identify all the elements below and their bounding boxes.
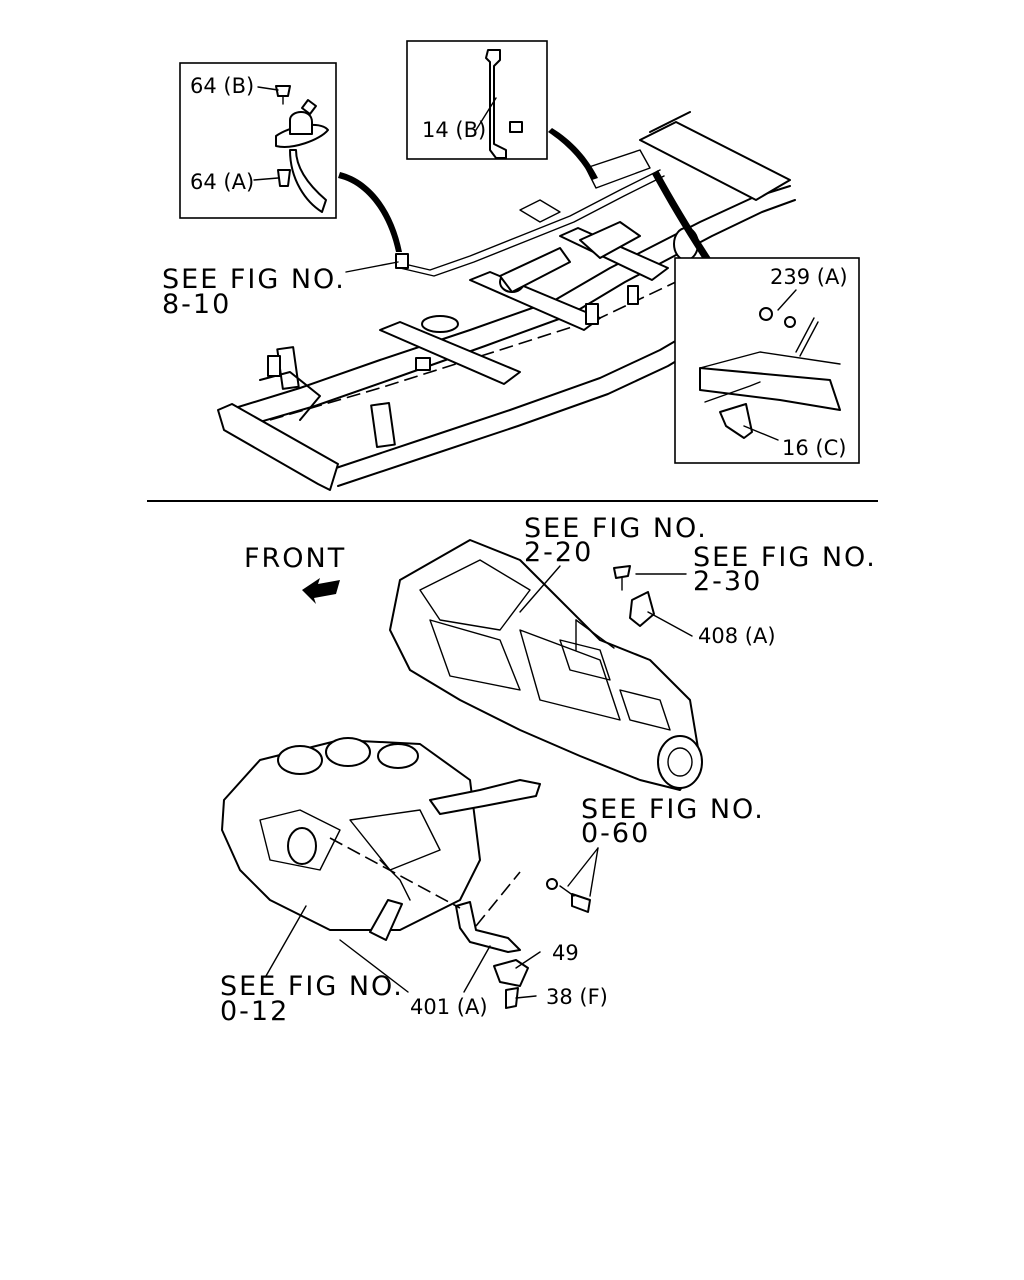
fig-number-0-60: 0-60 — [581, 818, 650, 849]
part-label-64a: 64 (A) — [190, 170, 254, 194]
engine-block-drawing — [221, 737, 541, 941]
part-label-38f: 38 (F) — [546, 985, 608, 1009]
part-label-239a: 239 (A) — [770, 265, 848, 289]
part-label-401a: 401 (A) — [410, 995, 488, 1019]
part-label-408a: 408 (A) — [698, 624, 776, 648]
leader-lines — [253, 86, 797, 999]
part-label-49: 49 — [552, 941, 579, 965]
see-fig-label-0-12: SEE FIG NO. — [220, 971, 404, 1002]
part-label-16c: 16 (C) — [782, 436, 846, 460]
vehicle-frame-drawing — [217, 111, 796, 491]
part-label-64b: 64 (B) — [190, 74, 254, 98]
callout-leader-fuel-sender — [338, 172, 402, 252]
inset-fuel-sender — [179, 62, 337, 219]
inset-strap — [406, 40, 548, 160]
front-label: FRONT — [244, 543, 346, 574]
see-fig-label-8-10: SEE FIG NO. — [162, 264, 346, 295]
part-label-14b: 14 (B) — [422, 118, 486, 142]
front-arrow-icon — [302, 578, 340, 604]
fig-number-2-30: 2-30 — [693, 566, 762, 597]
bracket-408a — [575, 565, 655, 651]
inset-ground-cable — [674, 257, 860, 464]
callout-leader-strap — [548, 128, 598, 180]
fig-number-0-12: 0-12 — [220, 996, 289, 1027]
fig-number-2-20: 2-20 — [524, 537, 593, 568]
see-fig-label-2-30: SEE FIG NO. — [693, 542, 877, 573]
transmission-drawing — [389, 539, 703, 791]
see-fig-label-0-60: SEE FIG NO. — [581, 794, 765, 825]
see-fig-label-2-20: SEE FIG NO. — [524, 513, 708, 544]
fig-number-8-10: 8-10 — [162, 289, 231, 320]
